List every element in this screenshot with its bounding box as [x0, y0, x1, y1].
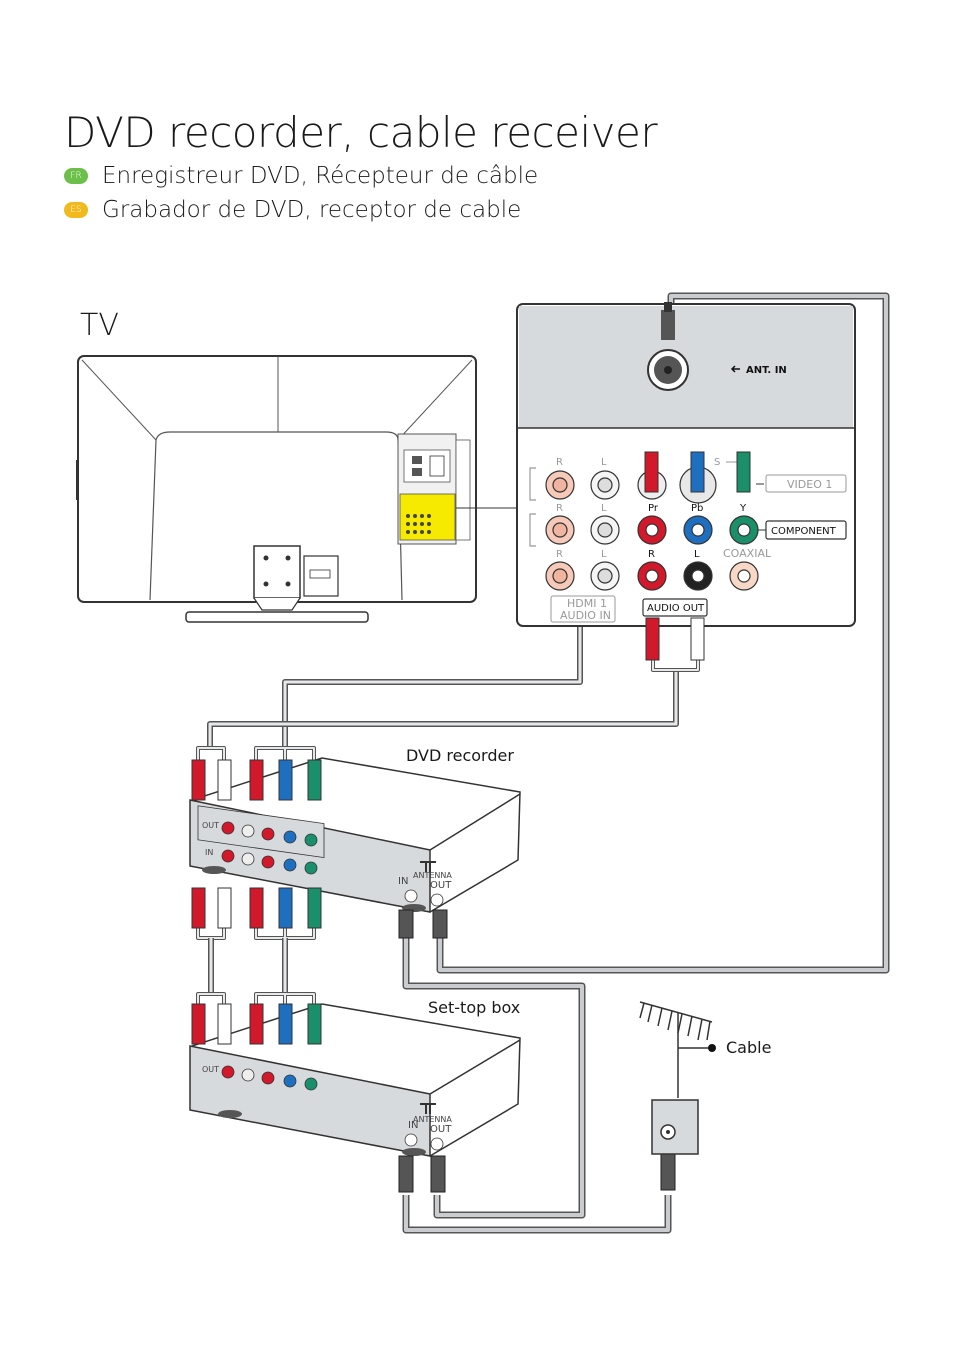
translation-fr: FR Enregistreur DVD, Récepteur de câble — [64, 163, 538, 189]
tv-connector-panel — [516, 302, 856, 661]
tv-back — [76, 355, 516, 623]
dvd-antenna-label: ANTENNA — [413, 871, 452, 880]
panel-y: Y — [739, 503, 747, 514]
panel-r-out: R — [648, 549, 655, 560]
panel-r1: R — [556, 457, 563, 468]
panel-audio-out: AUDIO OUT — [647, 603, 705, 614]
panel-l1: L — [601, 457, 607, 468]
stb-out-label: OUT — [202, 1065, 219, 1074]
stb-text: OUT ANTENNA IN OUT — [202, 1065, 452, 1135]
set-top-box-device — [189, 1003, 521, 1157]
fr-badge: FR — [64, 168, 88, 184]
dvd-ant-in-label: IN — [398, 876, 408, 887]
panel-l3: L — [601, 549, 607, 560]
dvd-ant-out-label: OUT — [430, 880, 452, 891]
dvd-text: OUT IN ANTENNA IN OUT — [202, 821, 452, 891]
panel-r2: R — [556, 503, 563, 514]
panel-text-dark: ANT. IN Pr Pb Y R L COMPONENT AUDIO OUT — [647, 365, 837, 614]
dvd-recorder-device — [189, 757, 521, 913]
ant-in-label: ANT. IN — [746, 365, 787, 376]
panel-pb: Pb — [691, 503, 703, 514]
page-title: DVD recorder, cable receiver — [64, 108, 658, 157]
translation-es-text: Grabador de DVD, receptor de cable — [102, 197, 522, 223]
panel-r3: R — [556, 549, 563, 560]
ant-in-arrow-icon — [730, 365, 740, 373]
es-badge: ES — [64, 202, 88, 218]
dvd-in-label: IN — [205, 848, 213, 857]
cable-pointer-dot — [708, 1044, 716, 1052]
panel-audio-in: AUDIO IN — [560, 609, 611, 622]
set-top-box-label: Set-top box — [428, 998, 521, 1017]
panel-text: R L R L R L S VIDEO 1 COAXIAL HDMI 1 AUD… — [556, 457, 832, 622]
wall-socket-icon — [651, 1099, 699, 1155]
panel-l-out: L — [694, 549, 700, 560]
panel-l2: L — [601, 503, 607, 514]
stb-antenna-label: ANTENNA — [413, 1115, 452, 1124]
rca-plugs — [191, 759, 322, 1045]
translation-fr-text: Enregistreur DVD, Récepteur de câble — [102, 163, 539, 189]
coax-plugs — [398, 909, 676, 1193]
tv-label: TV — [80, 308, 119, 343]
panel-pr: Pr — [648, 503, 659, 514]
translation-es: ES Grabador de DVD, receptor de cable — [64, 197, 521, 223]
stb-ant-out-label: OUT — [430, 1124, 452, 1135]
panel-component: COMPONENT — [771, 526, 837, 537]
stb-ant-in-label: IN — [408, 1120, 418, 1131]
antenna-cables — [402, 292, 890, 1234]
panel-hdmi1: HDMI 1 — [567, 597, 607, 610]
cable-label: Cable — [726, 1038, 772, 1057]
antenna-icon — [639, 1001, 713, 1098]
panel-video1: VIDEO 1 — [787, 478, 832, 491]
dvd-out-label: OUT — [202, 821, 219, 830]
panel-coaxial: COAXIAL — [723, 547, 772, 560]
panel-s: S — [714, 457, 720, 468]
dvd-recorder-label: DVD recorder — [406, 746, 514, 765]
